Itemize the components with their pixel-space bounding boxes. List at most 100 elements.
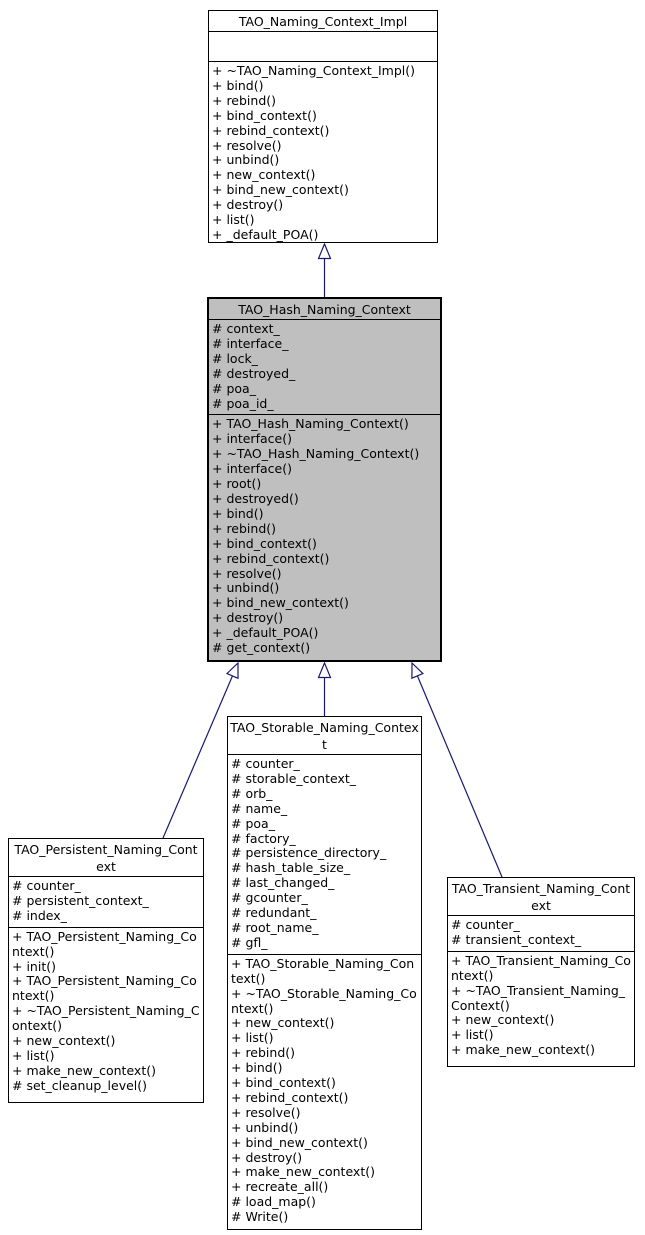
methods-section: + TAO_Hash_Naming_Context()+ interface()… <box>209 414 440 659</box>
method: + rebind() <box>212 520 277 536</box>
attribute: # lock_ <box>212 350 258 366</box>
method: + rebind() <box>231 1045 296 1061</box>
attribute: # counter_ <box>12 878 81 893</box>
method: # load_map() <box>231 1194 316 1210</box>
class-node-tao-persistent-naming-context[interactable]: TAO_Persistent_Naming_Context # counter_… <box>8 838 204 1103</box>
arrow-heads <box>225 242 424 680</box>
attributes-section: # context_# interface_# lock_# destroyed… <box>209 319 440 414</box>
method: + make_new_context() <box>451 1042 595 1058</box>
method: + ~TAO_Storable_Naming_Context() <box>231 985 417 1016</box>
hollow-triangle-icon <box>225 661 239 680</box>
class-node-tao-naming-context-impl[interactable]: TAO_Naming_Context_Impl + ~TAO_Naming_Co… <box>208 10 438 243</box>
attributes-section <box>209 31 437 61</box>
attribute: # storable_context_ <box>231 770 357 786</box>
method: # Write() <box>231 1209 289 1225</box>
method: + interface() <box>212 461 292 477</box>
attributes-section: # counter_# persistent_context_# index_ <box>9 876 203 927</box>
method: + bind_new_context() <box>212 595 349 611</box>
method: + root() <box>212 476 262 492</box>
method: + init() <box>12 958 56 974</box>
method: + rebind_context() <box>212 122 330 138</box>
class-name[interactable]: TAO_Storable_Naming_Context <box>230 720 419 752</box>
hollow-triangle-icon <box>317 242 332 260</box>
method: + bind_new_context() <box>212 182 349 198</box>
class-name[interactable]: TAO_Persistent_Naming_Context <box>14 842 198 874</box>
method: + unbind() <box>212 580 280 596</box>
method: + resolve() <box>231 1104 301 1120</box>
method: + resolve() <box>212 137 282 153</box>
method: + TAO_Hash_Naming_Context() <box>212 416 409 432</box>
attribute: # persistence_directory_ <box>231 845 387 861</box>
method: + bind() <box>212 77 264 93</box>
method: + bind_new_context() <box>231 1134 368 1150</box>
attribute: # poa_id_ <box>212 395 274 411</box>
attribute: # interface_ <box>212 335 289 351</box>
arrow-lines <box>162 258 503 878</box>
method: + ~TAO_Persistent_Naming_Context() <box>12 1003 200 1034</box>
method: + make_new_context() <box>231 1164 375 1180</box>
attributes-section: # counter_# storable_context_# orb_# nam… <box>228 754 421 954</box>
method: + resolve() <box>212 565 282 581</box>
attribute: # redundant_ <box>231 905 317 921</box>
method: + bind() <box>231 1060 283 1076</box>
method: + new_context() <box>212 167 316 183</box>
class-name[interactable]: TAO_Naming_Context_Impl <box>238 14 408 29</box>
attributes-section: # counter_# transient_context_ <box>448 915 634 951</box>
method: + TAO_Storable_Naming_Context() <box>231 955 415 986</box>
method: + _default_POA() <box>212 226 319 242</box>
attribute: # root_name_ <box>231 919 319 935</box>
hollow-triangle-icon <box>317 661 332 679</box>
method: + bind() <box>212 505 264 521</box>
method: + list() <box>212 212 255 228</box>
method: + unbind() <box>231 1119 299 1135</box>
hollow-triangle-icon <box>411 661 424 680</box>
attribute: # gfl_ <box>231 934 268 950</box>
class-node-tao-storable-naming-context[interactable]: TAO_Storable_Naming_Context # counter_# … <box>227 716 422 1230</box>
method: + list() <box>451 1027 494 1043</box>
method: + TAO_Transient_Naming_Context() <box>451 952 631 983</box>
attribute: # hash_table_size_ <box>231 860 351 876</box>
attribute: # counter_ <box>451 917 520 932</box>
method: + new_context() <box>451 1012 555 1028</box>
attribute: # counter_ <box>231 756 300 771</box>
method: # set_cleanup_level() <box>12 1077 148 1093</box>
method: + destroy() <box>212 197 284 213</box>
method: + list() <box>231 1030 274 1046</box>
attribute: # gcounter_ <box>231 890 308 906</box>
attribute: # persistent_context_ <box>12 892 149 908</box>
class-name[interactable]: TAO_Hash_Naming_Context <box>238 302 411 317</box>
method: + new_context() <box>12 1033 116 1049</box>
method: + bind_context() <box>212 535 317 551</box>
method: + destroy() <box>231 1149 303 1165</box>
attribute: # name_ <box>231 800 288 816</box>
attribute: # index_ <box>12 907 67 923</box>
method: + list() <box>12 1047 55 1063</box>
methods-section: + ~TAO_Naming_Context_Impl()+ bind() + re… <box>209 61 437 242</box>
class-name[interactable]: TAO_Transient_Naming_Context <box>451 881 631 913</box>
method: + ~TAO_Hash_Naming_Context() <box>212 446 420 462</box>
attribute: # context_ <box>212 321 280 336</box>
method: + new_context() <box>231 1015 335 1031</box>
method: # get_context() <box>212 640 311 656</box>
class-node-tao-hash-naming-context[interactable]: TAO_Hash_Naming_Context # context_# inte… <box>207 297 442 662</box>
method: + TAO_Persistent_Naming_Context() <box>12 928 197 959</box>
method: + make_new_context() <box>12 1062 156 1078</box>
method: + recreate_all() <box>231 1179 329 1195</box>
method: + bind_context() <box>231 1075 336 1091</box>
class-node-tao-transient-naming-context[interactable]: TAO_Transient_Naming_Context # counter_#… <box>447 877 635 1067</box>
method: + ~TAO_Naming_Context_Impl() <box>212 63 416 78</box>
attribute: # transient_context_ <box>451 931 582 947</box>
method: + rebind_context() <box>212 550 330 566</box>
arrow-line-persistent-to-hash <box>162 675 234 839</box>
attribute: # destroyed_ <box>212 365 296 381</box>
methods-section: + TAO_Persistent_Naming_Context()+ init(… <box>9 926 203 1097</box>
attribute: # factory_ <box>231 830 296 846</box>
method: + _default_POA() <box>212 625 319 641</box>
methods-section: + TAO_Storable_Naming_Context()+ ~TAO_St… <box>228 953 421 1228</box>
method: + destroy() <box>212 610 284 626</box>
method: + bind_context() <box>212 107 317 123</box>
method: + interface() <box>212 431 292 447</box>
attribute: # orb_ <box>231 785 273 801</box>
